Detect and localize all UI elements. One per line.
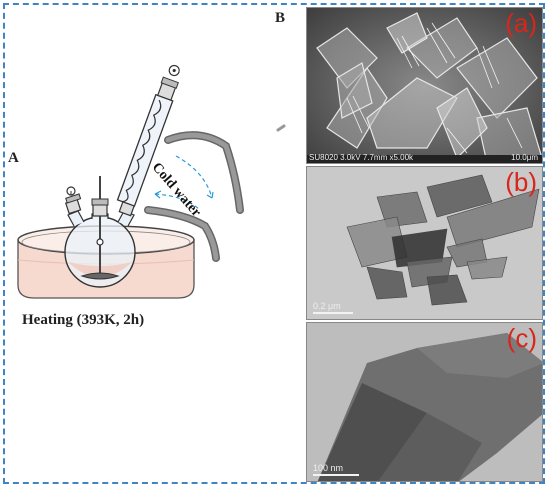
tem-scale-label-b: 0.2 μm	[313, 301, 341, 311]
reaction-apparatus	[17, 64, 286, 299]
sem-micrograph: (a) SU8020 3.0kV 7.7mm x5.00k 10.0μm	[306, 7, 543, 164]
micrograph-tag-c: (c)	[506, 323, 537, 353]
micrograph-tag-b: (b)	[505, 167, 537, 197]
figure-frame	[3, 3, 545, 484]
apparatus-caption: Heating (393K, 2h)	[22, 312, 145, 328]
scale-bar-c	[313, 474, 359, 476]
tem-micrograph-c: (c) 100 nm	[306, 322, 543, 482]
tem-micrograph-b: (b) 0.2 μm	[306, 166, 543, 320]
round-bottom-flask	[64, 176, 136, 288]
sem-scale-label: 10.0μm	[511, 153, 538, 162]
tem-scale-label-c: 100 nm	[313, 463, 344, 473]
panel-label-a: A	[8, 150, 19, 166]
micrograph-tag-a: (a)	[505, 8, 537, 38]
reflux-condenser	[116, 64, 244, 262]
panel-label-b: B	[275, 10, 286, 26]
sem-info-bar: SU8020 3.0kV 7.7mm x5.00k	[309, 153, 414, 162]
scale-bar-b	[313, 312, 353, 314]
